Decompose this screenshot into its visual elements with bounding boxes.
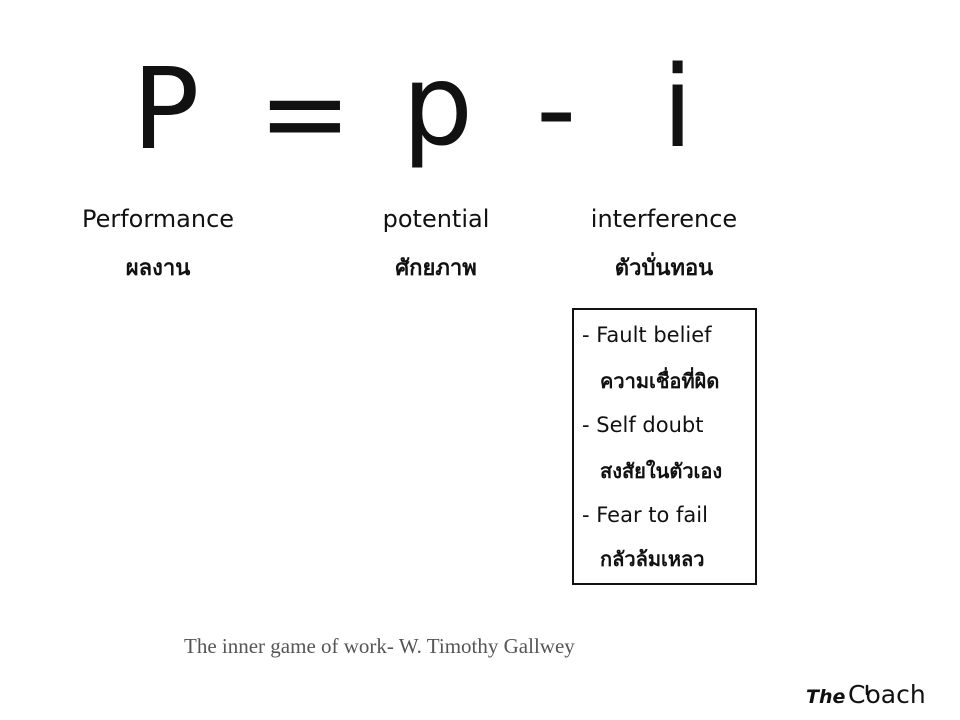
term-performance-en: Performance: [81, 205, 235, 233]
the-coach-logo: The Coach: [806, 680, 926, 709]
equation-minus-sign: -: [536, 45, 577, 175]
interference-item-fault-belief-th: ความเชื่อที่ผิด: [600, 369, 720, 393]
equation-equals-sign: =: [258, 49, 352, 179]
logo-coach-text: Coach: [848, 680, 926, 709]
term-potential: potential ศักยภาพ: [376, 204, 496, 283]
term-interference: interference ตัวบั่นทอน: [582, 204, 746, 283]
term-performance: Performance ผลงาน: [78, 204, 238, 283]
interference-item-self-doubt-th: สงสัยในตัวเอง: [600, 459, 723, 483]
term-potential-en: potential: [382, 205, 490, 233]
term-performance-th: ผลงาน: [125, 256, 191, 281]
term-interference-en: interference: [590, 205, 738, 233]
term-potential-th: ศักยภาพ: [395, 256, 477, 281]
logo-the-text: The: [806, 686, 845, 708]
citation: The inner game of work- W. Timothy Gallw…: [184, 634, 575, 658]
interference-item-fault-belief-en: - Fault belief: [582, 323, 712, 347]
equation-interference-symbol: i: [662, 43, 694, 173]
interference-factors-box: - Fault belief ความเชื่อที่ผิด - Self do…: [572, 308, 757, 585]
interference-item-fear-to-fail-th: กลัวล้มเหลว: [600, 547, 705, 571]
equation-performance-symbol: P: [132, 45, 200, 175]
interference-item-fear-to-fail-en: - Fear to fail: [582, 503, 708, 527]
equation-potential-symbol: p: [402, 41, 474, 171]
term-interference-th: ตัวบั่นทอน: [614, 256, 714, 281]
interference-item-self-doubt-en: - Self doubt: [582, 413, 704, 437]
